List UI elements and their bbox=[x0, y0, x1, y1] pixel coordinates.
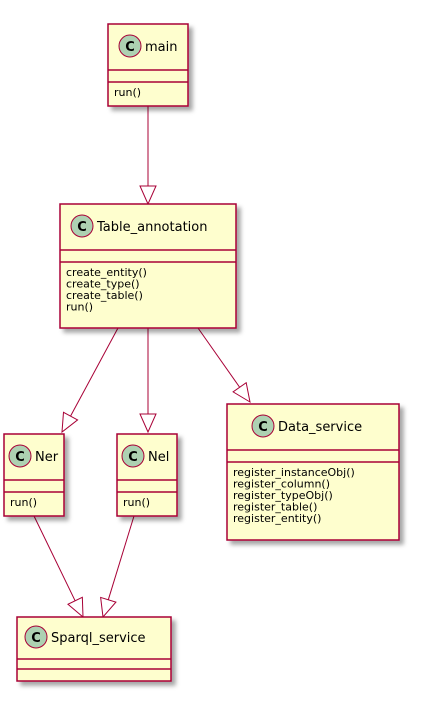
hollow-triangle-arrowhead bbox=[232, 381, 251, 404]
class-glyph-letter: C bbox=[125, 40, 135, 55]
class-method: register_typeObj() bbox=[233, 489, 333, 502]
inheritance-arrow-nel-to-sparql_service bbox=[100, 515, 135, 619]
class-stereotype-icon bbox=[8, 444, 32, 468]
class-name: Sparql_service bbox=[51, 631, 146, 646]
hollow-triangle-arrowhead bbox=[139, 413, 157, 434]
class-name: Nel bbox=[148, 450, 169, 465]
class-method: run() bbox=[123, 496, 150, 509]
class-stereotype-icon bbox=[24, 625, 48, 649]
relation-line bbox=[70, 327, 119, 417]
inheritance-arrow-table_annotation-to-ner bbox=[61, 327, 119, 434]
relations-layer bbox=[33, 106, 251, 619]
class-stereotype-icon bbox=[251, 414, 275, 438]
class-box bbox=[116, 433, 178, 517]
class-method: register_instanceObj() bbox=[233, 466, 355, 479]
class-stereotype-icon bbox=[121, 444, 145, 468]
hollow-triangle-arrowhead bbox=[67, 596, 84, 619]
class-stereotype-icon bbox=[118, 34, 142, 58]
inheritance-arrow-table_annotation-to-data_service bbox=[197, 327, 251, 404]
class-stereotype-icon bbox=[70, 214, 94, 238]
class-method: run() bbox=[114, 86, 141, 99]
inheritance-arrow-table_annotation-to-nel bbox=[139, 328, 157, 434]
relation-line bbox=[33, 515, 76, 602]
class-name: Table_annotation bbox=[96, 220, 207, 235]
class-method: register_entity() bbox=[233, 512, 321, 525]
class-method: run() bbox=[66, 301, 93, 314]
inheritance-arrow-main-to-table_annotation bbox=[139, 106, 157, 206]
class-box bbox=[107, 23, 189, 107]
class-glyph-letter: C bbox=[15, 450, 25, 465]
hollow-triangle-arrowhead bbox=[61, 411, 79, 434]
relation-line bbox=[197, 327, 241, 388]
class-name: Data_service bbox=[278, 420, 362, 435]
class-glyph-letter: C bbox=[258, 420, 268, 435]
class-nel[interactable]: C Nel run() bbox=[116, 433, 178, 517]
class-glyph-letter: C bbox=[31, 631, 41, 646]
inheritance-arrow-ner-to-sparql_service bbox=[33, 515, 84, 619]
relation-line bbox=[107, 515, 135, 600]
class-name: main bbox=[145, 40, 177, 55]
class-name: Ner bbox=[35, 450, 59, 465]
class-method: register_table() bbox=[233, 501, 317, 514]
class-sparql_service[interactable]: C Sparql_service bbox=[16, 616, 172, 682]
class-method: create_entity() bbox=[66, 266, 147, 279]
hollow-triangle-arrowhead bbox=[100, 596, 117, 619]
class-ner[interactable]: C Ner run() bbox=[3, 433, 65, 517]
class-method: create_type() bbox=[66, 278, 140, 291]
class-method: create_table() bbox=[66, 289, 143, 302]
class-glyph-letter: C bbox=[128, 450, 138, 465]
hollow-triangle-arrowhead bbox=[139, 185, 157, 206]
class-method: register_column() bbox=[233, 478, 330, 491]
class-glyph-letter: C bbox=[77, 220, 87, 235]
class-method: run() bbox=[10, 496, 37, 509]
